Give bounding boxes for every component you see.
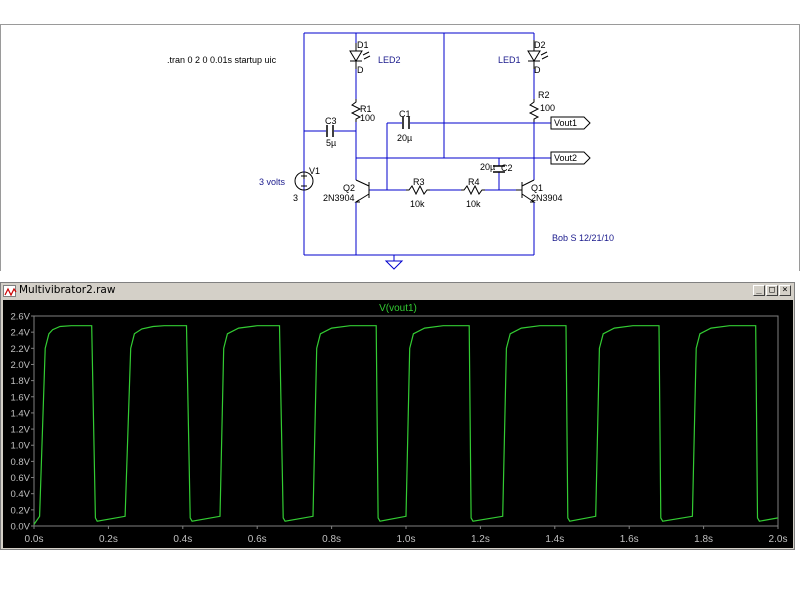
waveform-app-icon bbox=[3, 285, 17, 297]
y-tick-label: 2.6V bbox=[10, 312, 30, 323]
trace-name-label[interactable]: V(vout1) bbox=[379, 303, 417, 314]
x-tick-label: 0.8s bbox=[322, 534, 341, 545]
capacitor-c3-symbol bbox=[326, 125, 334, 137]
y-tick-label: 0.2V bbox=[10, 505, 30, 516]
led2-label: LED2 bbox=[378, 55, 401, 65]
close-button[interactable]: × bbox=[779, 285, 791, 296]
y-tick-label: 0.4V bbox=[10, 489, 30, 500]
r4-value: 10k bbox=[466, 199, 481, 209]
v1-name: V1 bbox=[309, 166, 320, 176]
restore-button[interactable]: □ bbox=[766, 285, 778, 296]
schematic-canvas[interactable]: .tran 0 2 0 0.01s startup uic D1 D LED2 … bbox=[1, 25, 799, 271]
c3-name: C3 bbox=[325, 116, 337, 126]
y-tick-label: 1.2V bbox=[10, 425, 30, 436]
y-tick-label: 0.6V bbox=[10, 473, 30, 484]
transistor-q2-symbol bbox=[354, 179, 370, 203]
d1-name: D1 bbox=[357, 40, 369, 50]
capacitor-c2-symbol bbox=[493, 165, 505, 173]
net-label-vout1[interactable]: Vout1 bbox=[554, 118, 577, 128]
transistor-q1-symbol bbox=[516, 179, 536, 203]
y-tick-label: 1.4V bbox=[10, 408, 30, 419]
net-flag-shapes bbox=[550, 116, 591, 165]
waveform-window[interactable]: Multivibrator2.raw _ □ × 0.0V 0.2V 0.4V 0.6… bbox=[0, 282, 795, 550]
y-tick-label: 0.8V bbox=[10, 457, 30, 468]
waveform-plot-area[interactable]: 0.0V 0.2V 0.4V 0.6V 0.8V 1.0V 1.2V 1.4V 1.6V 1.8V… bbox=[3, 300, 793, 548]
r3-name: R3 bbox=[413, 177, 425, 187]
q2-type: 2N3904 bbox=[323, 193, 355, 203]
net-label-vout2[interactable]: Vout2 bbox=[554, 153, 577, 163]
author-note: Bob S 12/21/10 bbox=[552, 233, 614, 243]
capacitor-c1-symbol bbox=[402, 117, 410, 129]
trace-vout1-line bbox=[33, 325, 779, 525]
ground-symbol bbox=[384, 260, 404, 270]
r3-value: 10k bbox=[410, 199, 425, 209]
r2-value: 100 bbox=[540, 103, 555, 113]
c2-value: 20µ bbox=[480, 162, 495, 172]
y-tick-label: 1.0V bbox=[10, 441, 30, 452]
x-tick-label: 1.6s bbox=[620, 534, 639, 545]
x-tick-label: 0.6s bbox=[248, 534, 267, 545]
resistor-r2-symbol bbox=[528, 99, 540, 122]
waveform-window-title: Multivibrator2.raw bbox=[19, 284, 116, 296]
d2-name: D2 bbox=[534, 40, 546, 50]
x-tick-label: 0.0s bbox=[25, 534, 44, 545]
q2-name: Q2 bbox=[343, 183, 355, 193]
resistor-r4-symbol bbox=[461, 184, 485, 196]
wires bbox=[303, 32, 551, 261]
led-d1-symbol bbox=[349, 43, 371, 69]
minimize-button[interactable]: _ bbox=[753, 285, 765, 296]
y-tick-label: 2.2V bbox=[10, 344, 30, 355]
c3-value: 5µ bbox=[326, 138, 336, 148]
c2-name: C2 bbox=[501, 163, 513, 173]
d2-type: D bbox=[534, 65, 541, 75]
x-tick-label: 1.8s bbox=[694, 534, 713, 545]
y-tick-label: 1.8V bbox=[10, 376, 30, 387]
sim-directive[interactable]: .tran 0 2 0 0.01s startup uic bbox=[167, 55, 277, 65]
q1-name: Q1 bbox=[531, 183, 543, 193]
y-tick-label: 2.0V bbox=[10, 360, 30, 371]
q1-type: 2N3904 bbox=[531, 193, 563, 203]
x-tick-label: 1.0s bbox=[397, 534, 416, 545]
v1-value: 3 bbox=[293, 193, 298, 203]
waveform-chart[interactable]: 0.0V 0.2V 0.4V 0.6V 0.8V 1.0V 1.2V 1.4V 1.6V 1.8V… bbox=[3, 300, 793, 548]
x-tick-label: 1.2s bbox=[471, 534, 490, 545]
x-tick-label: 0.4s bbox=[173, 534, 192, 545]
resistor-r3-symbol bbox=[406, 184, 430, 196]
v1-label: 3 volts bbox=[259, 177, 286, 187]
r1-name: R1 bbox=[360, 104, 372, 114]
y-tick-label: 1.6V bbox=[10, 392, 30, 403]
r2-name: R2 bbox=[538, 90, 550, 100]
voltage-source-v1-symbol bbox=[294, 171, 314, 191]
y-tick-label: 2.4V bbox=[10, 328, 30, 339]
resistor-r1-symbol bbox=[350, 99, 362, 122]
led1-label: LED1 bbox=[498, 55, 521, 65]
r1-value: 100 bbox=[360, 113, 375, 123]
led-d2-symbol bbox=[527, 40, 549, 69]
schematic-editor[interactable]: .tran 0 2 0 0.01s startup uic D1 D LED2 … bbox=[0, 24, 800, 271]
d1-type: D bbox=[357, 65, 364, 75]
c1-value: 20µ bbox=[397, 133, 412, 143]
y-tick-label: 0.0V bbox=[10, 522, 30, 533]
x-tick-label: 1.4s bbox=[545, 534, 564, 545]
c1-name: C1 bbox=[399, 109, 411, 119]
waveform-titlebar[interactable]: Multivibrator2.raw _ □ × bbox=[1, 283, 794, 299]
x-tick-label: 2.0s bbox=[769, 534, 788, 545]
r4-name: R4 bbox=[468, 177, 480, 187]
x-tick-label: 0.2s bbox=[99, 534, 118, 545]
